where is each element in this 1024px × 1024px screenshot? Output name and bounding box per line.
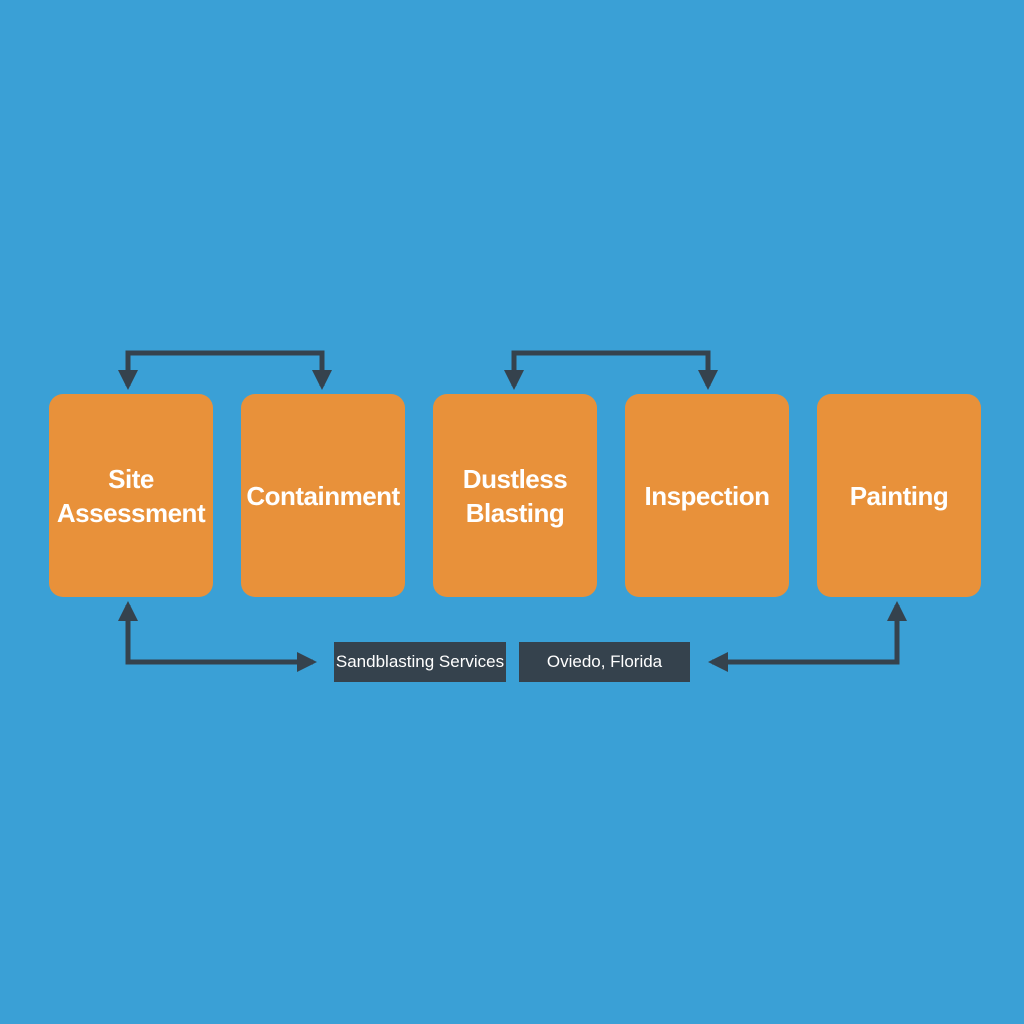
step-inspection: Inspection	[625, 394, 789, 597]
connector-arrow-blasting-inspection	[504, 350, 718, 390]
step-label: Containment	[246, 480, 400, 511]
step-painting: Painting	[817, 394, 981, 597]
step-containment: Containment	[241, 394, 405, 597]
location-tag: Oviedo, Florida	[519, 642, 690, 682]
service-tag: Sandblasting Services	[334, 642, 506, 682]
step-label: Site Assessment	[56, 463, 206, 528]
step-label: Painting	[849, 480, 949, 511]
connector-arrow-assessment-containment	[118, 350, 332, 390]
step-site-assessment: Site Assessment	[49, 394, 213, 597]
step-dustless-blasting: Dustless Blasting	[433, 394, 597, 597]
connector-arrow-assessment-services	[118, 601, 317, 672]
connector-arrow-location-painting	[708, 601, 907, 672]
step-label: Inspection	[644, 480, 770, 511]
step-label: Dustless Blasting	[462, 463, 568, 528]
